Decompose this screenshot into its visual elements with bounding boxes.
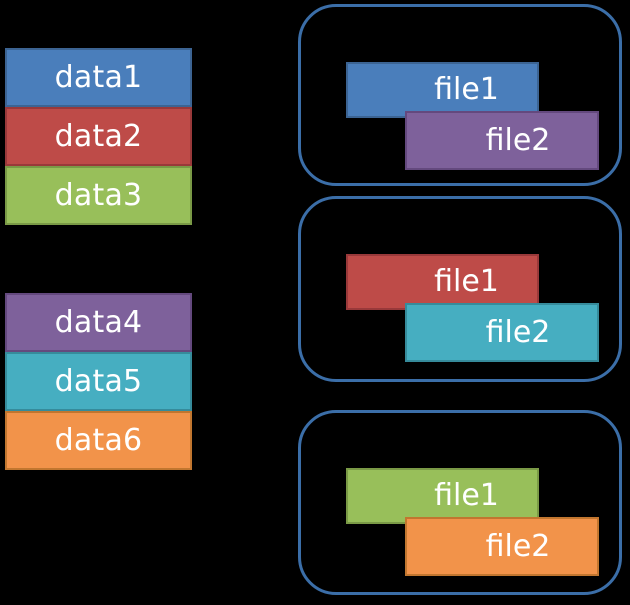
file-group-1: file1 file2 bbox=[298, 4, 622, 186]
file-group-2: file1 file2 bbox=[298, 196, 622, 382]
data-box-label: data5 bbox=[54, 363, 143, 399]
file-box-label: file2 bbox=[485, 528, 551, 564]
data-box-label: data6 bbox=[54, 422, 143, 458]
file-box-label: file1 bbox=[434, 264, 499, 299]
data-box-data1[interactable]: data1 bbox=[5, 48, 192, 107]
data-stack-b: data4 data5 data6 bbox=[5, 293, 192, 470]
data-box-label: data2 bbox=[54, 118, 143, 154]
file-box-label: file2 bbox=[485, 314, 551, 350]
data-box-label: data4 bbox=[54, 304, 143, 340]
data-box-data5[interactable]: data5 bbox=[5, 352, 192, 411]
file-box-file2[interactable]: file2 bbox=[405, 517, 599, 576]
file-box-file1[interactable]: file1 bbox=[346, 468, 539, 524]
file-box-label: file1 bbox=[434, 72, 499, 107]
file-box-file2[interactable]: file2 bbox=[405, 303, 599, 362]
data-stack-a: data1 data2 data3 bbox=[5, 48, 192, 225]
data-box-data2[interactable]: data2 bbox=[5, 107, 192, 166]
file-group-3: file1 file2 bbox=[298, 410, 622, 595]
file-box-file1[interactable]: file1 bbox=[346, 62, 539, 118]
file-box-file2[interactable]: file2 bbox=[405, 111, 599, 170]
data-box-label: data3 bbox=[54, 177, 143, 213]
data-box-data4[interactable]: data4 bbox=[5, 293, 192, 352]
data-box-label: data1 bbox=[54, 59, 143, 95]
file-box-label: file1 bbox=[434, 478, 499, 513]
data-box-data6[interactable]: data6 bbox=[5, 411, 192, 470]
data-box-data3[interactable]: data3 bbox=[5, 166, 192, 225]
file-box-label: file2 bbox=[485, 122, 551, 158]
file-box-file1[interactable]: file1 bbox=[346, 254, 539, 310]
